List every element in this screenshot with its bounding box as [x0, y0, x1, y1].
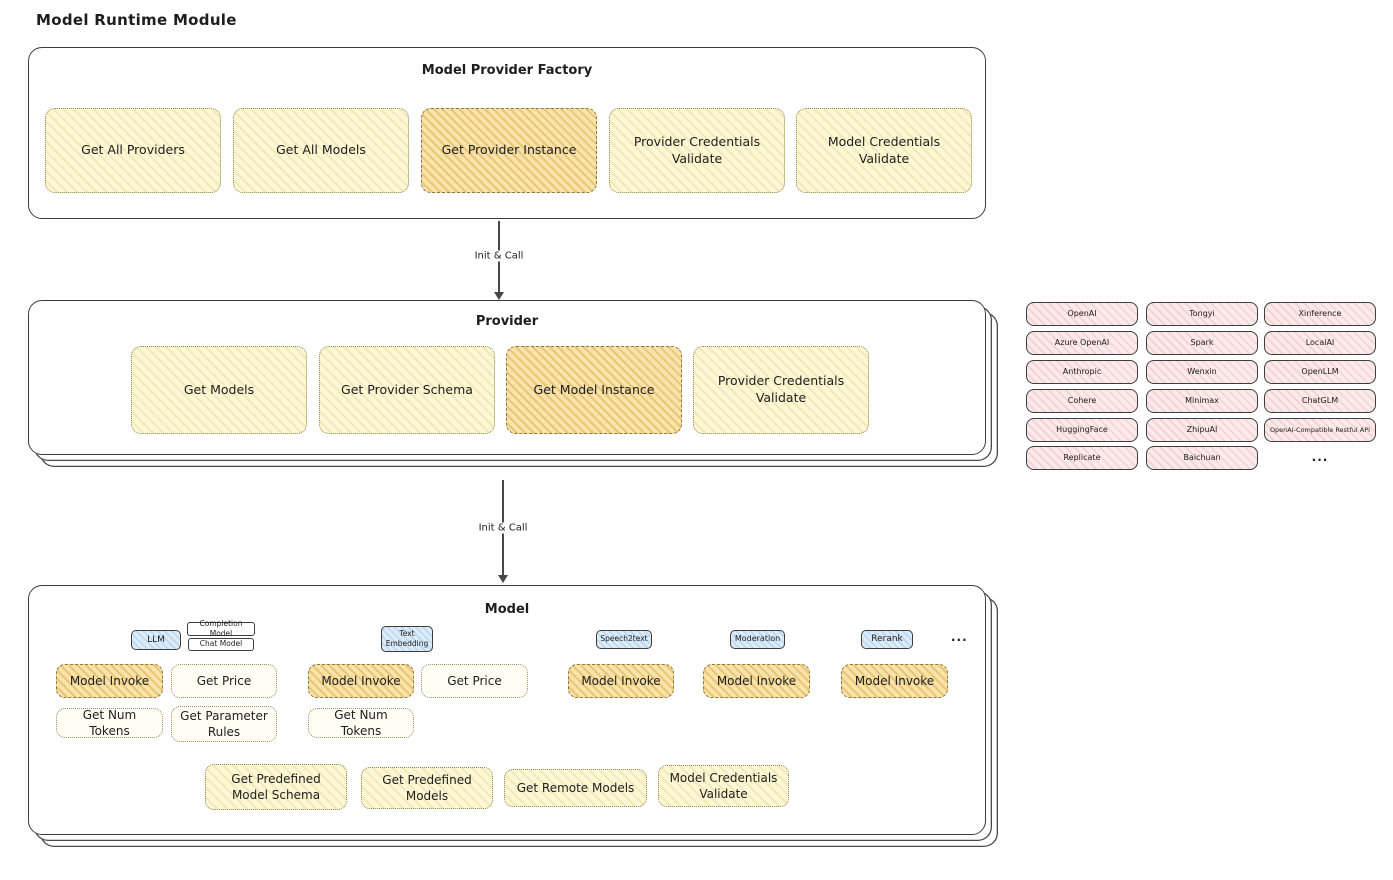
node-get-model-instance: Get Model Instance [506, 346, 682, 434]
provider-chip-cohere: Cohere [1026, 389, 1138, 413]
provider-container: Provider Get Models Get Provider Schema … [28, 300, 986, 455]
node-get-remote-models: Get Remote Models [504, 769, 647, 807]
provider-chips-more-ellipsis: ... [1311, 450, 1329, 464]
node-speech2text-model-invoke: Model Invoke [568, 664, 674, 698]
node-moderation-model-invoke: Model Invoke [703, 664, 810, 698]
provider-chip-openai-compatible: OpenAI-Compatible Restful API [1264, 418, 1376, 442]
provider-chip-localai: LocalAI [1264, 331, 1376, 355]
model-container: Model LLM Completion Model Chat Model Te… [28, 585, 986, 835]
provider-chip-huggingface: HuggingFace [1026, 418, 1138, 442]
provider-chip-replicate: Replicate [1026, 446, 1138, 470]
arrow-provider-to-model-label: Init & Call [474, 522, 532, 534]
node-rerank-model-invoke: Model Invoke [841, 664, 948, 698]
node-factory-provider-credentials-validate: Provider Credentials Validate [609, 108, 785, 193]
node-factory-model-credentials-validate: Model Credentials Validate [796, 108, 972, 193]
provider-chip-tongyi: Tongyi [1146, 302, 1258, 326]
node-get-models: Get Models [131, 346, 307, 434]
tag-moderation: Moderation [730, 630, 785, 649]
provider-chip-spark: Spark [1146, 331, 1258, 355]
node-embedding-get-price: Get Price [421, 664, 528, 698]
node-get-provider-instance: Get Provider Instance [421, 108, 597, 193]
provider-chip-xinference: Xinference [1264, 302, 1376, 326]
tag-speech2text: Speech2text [596, 630, 652, 649]
factory-container: Model Provider Factory Get All Providers… [28, 47, 986, 219]
tag-chat-model: Chat Model [188, 638, 254, 651]
provider-chip-anthropic: Anthropic [1026, 360, 1138, 384]
node-embedding-get-num-tokens: Get Num Tokens [308, 708, 414, 738]
tag-text-embedding: Text Embedding [381, 626, 433, 652]
node-llm-get-parameter-rules: Get Parameter Rules [171, 706, 277, 742]
tag-completion-model: Completion Model [187, 619, 255, 638]
provider-chip-openllm: OpenLLM [1264, 360, 1376, 384]
node-get-predefined-model-schema: Get Predefined Model Schema [205, 764, 347, 810]
provider-chip-baichuan: Baichuan [1146, 446, 1258, 470]
provider-title: Provider [475, 314, 539, 329]
provider-chip-openai: OpenAI [1026, 302, 1138, 326]
node-embedding-model-invoke: Model Invoke [308, 664, 414, 698]
node-get-all-models: Get All Models [233, 108, 409, 193]
arrow-factory-to-provider-label: Init & Call [470, 250, 528, 262]
provider-chip-azure-openai: Azure OpenAI [1026, 331, 1138, 355]
tag-rerank: Rerank [861, 630, 913, 649]
factory-title: Model Provider Factory [421, 63, 593, 78]
node-get-predefined-models: Get Predefined Models [361, 767, 493, 809]
node-get-all-providers: Get All Providers [45, 108, 221, 193]
node-get-provider-schema: Get Provider Schema [319, 346, 495, 434]
page-title: Model Runtime Module [36, 11, 237, 29]
node-model-credentials-validate: Model Credentials Validate [658, 765, 789, 807]
node-llm-model-invoke: Model Invoke [56, 664, 163, 698]
model-title: Model [484, 602, 530, 617]
provider-chip-minimax: Minimax [1146, 389, 1258, 413]
model-tags-more-ellipsis: ... [951, 630, 968, 644]
node-llm-get-num-tokens: Get Num Tokens [56, 708, 163, 738]
provider-chip-zhipuai: ZhipuAI [1146, 418, 1258, 442]
node-llm-get-price: Get Price [171, 664, 277, 698]
node-provider-credentials-validate: Provider Credentials Validate [693, 346, 869, 434]
tag-llm: LLM [131, 630, 181, 650]
provider-chip-wenxin: Wenxin [1146, 360, 1258, 384]
provider-chip-chatglm: ChatGLM [1264, 389, 1376, 413]
